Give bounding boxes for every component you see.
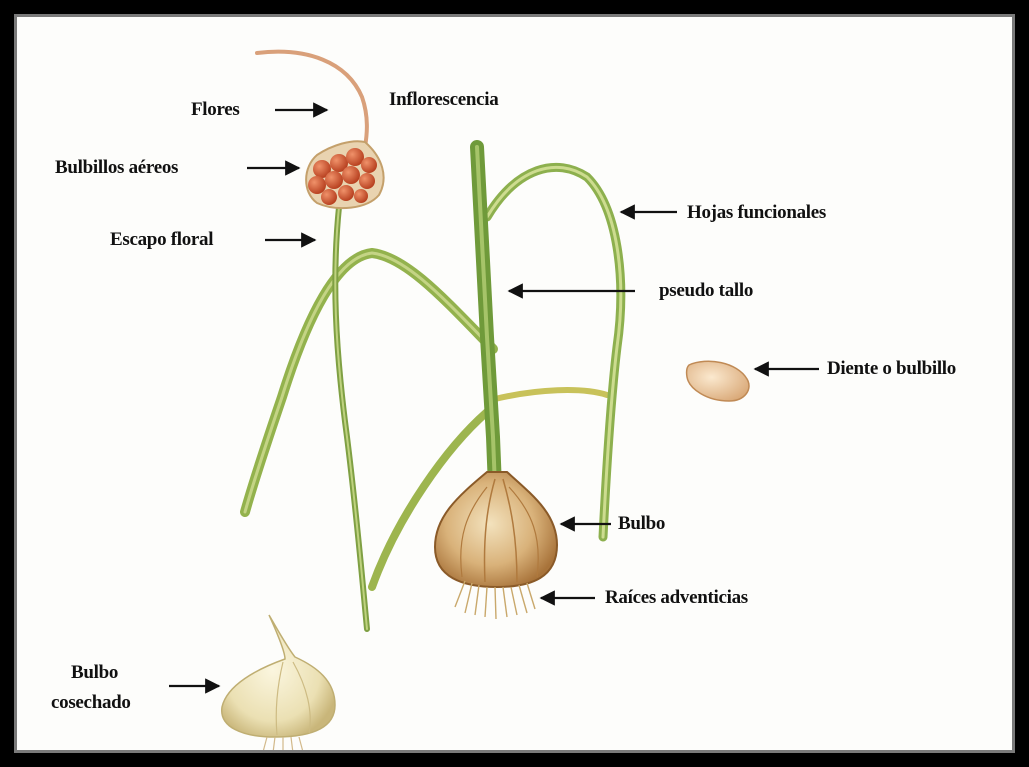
label-bulbo-cosechado-line1: Bulbo bbox=[71, 662, 118, 684]
pseudo-stem bbox=[477, 147, 495, 487]
label-bulbo: Bulbo bbox=[618, 513, 665, 535]
main-bulb bbox=[435, 472, 557, 587]
label-escapo-floral: Escapo floral bbox=[110, 229, 213, 251]
label-bulbillos-aereos: Bulbillos aéreos bbox=[55, 157, 178, 179]
garlic-plant-illustration bbox=[17, 17, 1015, 753]
label-pseudo-tallo: pseudo tallo bbox=[659, 280, 753, 302]
label-raices-adventicias: Raíces adventicias bbox=[605, 587, 748, 609]
label-hojas-funcionales: Hojas funcionales bbox=[687, 202, 826, 224]
clove bbox=[687, 361, 749, 401]
diagram-canvas: Flores Inflorescencia Bulbillos aéreos E… bbox=[14, 14, 1015, 753]
label-bulbo-cosechado-line2: cosechado bbox=[51, 692, 131, 714]
label-diente-o-bulbillo: Diente o bulbillo bbox=[827, 358, 956, 380]
label-inflorescencia: Inflorescencia bbox=[389, 89, 498, 111]
label-flores: Flores bbox=[191, 99, 240, 121]
inflorescence bbox=[257, 52, 384, 208]
harvested-bulb bbox=[222, 615, 335, 753]
